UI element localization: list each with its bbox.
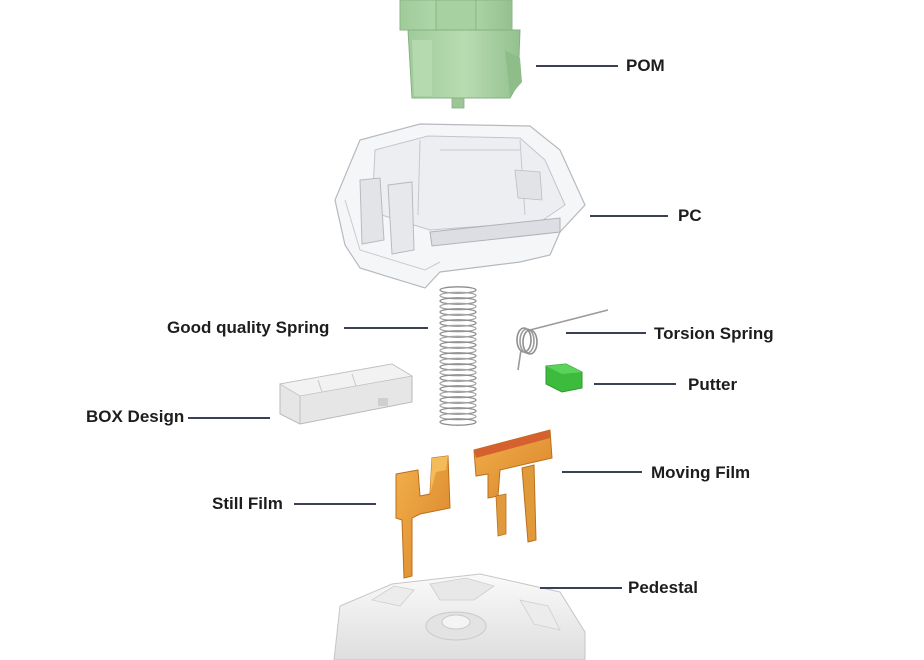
label-torsion-spring: Torsion Spring [654, 324, 774, 343]
label-pedestal: Pedestal [628, 578, 698, 597]
label-still-film: Still Film [212, 494, 283, 513]
spring-coil-turn [439, 291, 477, 300]
spring-coil-turn [439, 368, 477, 377]
spring-coil-turn [439, 319, 477, 327]
moving-film [473, 429, 553, 543]
label-putter: Putter [688, 375, 738, 394]
spring-coil-turn [439, 396, 477, 404]
spring-coil-turn [439, 407, 477, 415]
spring-coil-turn [439, 379, 477, 388]
label-good-quality-spring: Good quality Spring [167, 318, 330, 337]
spring-coil-turn [439, 335, 477, 344]
still-film [395, 455, 451, 579]
label-box-design: BOX Design [86, 407, 185, 426]
pom-stem [399, 0, 522, 109]
label-moving-film: Moving Film [651, 463, 751, 482]
spring-coil-turn [439, 374, 477, 382]
label-pom: POM [626, 56, 665, 75]
torsion-spring [516, 309, 609, 371]
spring-coil-turn [439, 341, 477, 349]
putter [545, 363, 583, 393]
box-piece [278, 363, 414, 425]
spring-coil-turn [439, 412, 477, 421]
spring-coil-turn [439, 390, 477, 399]
spring-coil-turn [439, 385, 477, 393]
spring-coil-turn [439, 330, 477, 338]
spring-coil-turn [439, 297, 477, 305]
pedestal-base [333, 573, 586, 660]
spring-coil-turn [439, 363, 477, 371]
spring-coil-turn [439, 357, 477, 366]
spring-coil-turn [439, 286, 477, 294]
spring-coil-turn [439, 352, 477, 360]
leader-lines [188, 65, 676, 589]
coil-spring [439, 286, 477, 426]
spring-coil-turn [439, 313, 477, 322]
spring-coil-turn [439, 401, 477, 410]
spring-coil-turn [439, 346, 477, 355]
spring-coil-turn [439, 302, 477, 311]
spring-coil-turn [439, 308, 477, 316]
label-pc: PC [678, 206, 702, 225]
spring-coil-turn [439, 324, 477, 333]
spring-coil-turn [439, 418, 477, 426]
pc-housing [334, 123, 586, 289]
